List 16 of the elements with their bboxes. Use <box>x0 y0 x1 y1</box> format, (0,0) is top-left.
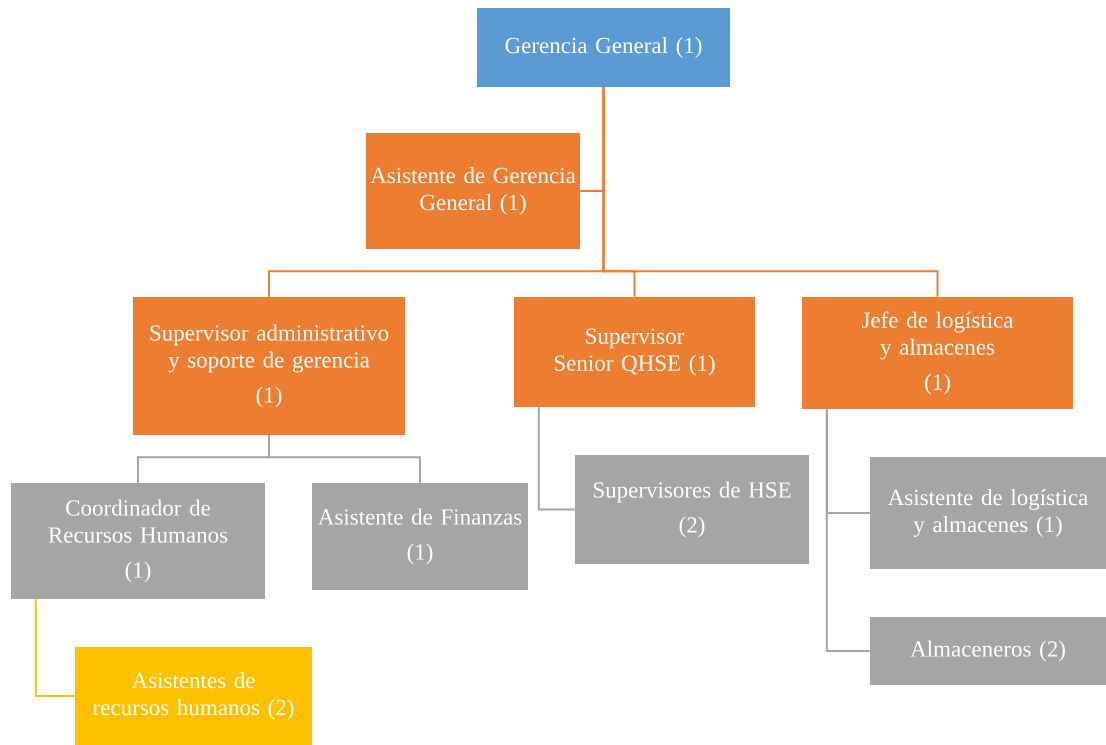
connector-line <box>268 434 421 484</box>
connector-line <box>825 408 871 652</box>
connector-line <box>602 86 939 298</box>
position-box: Coordinador de Recursos Humanos (1) <box>11 483 265 599</box>
position-box: Supervisores de HSE (2) <box>575 455 809 564</box>
position-box: Almaceneros (2) <box>870 617 1106 685</box>
position-box: Supervisor administrativo y soporte de gerencia (1) <box>133 297 405 435</box>
connector-line <box>34 598 76 697</box>
position-box: Asistente de logística y almacenes (1) <box>870 457 1106 569</box>
connector-line <box>537 406 576 511</box>
position-box: Supervisor Senior QHSE (1) <box>514 297 755 407</box>
position-box: Asistente de Gerencia General (1) <box>366 133 580 249</box>
position-box: Asistente de Finanzas (1) <box>312 483 528 590</box>
position-box: Asistentes de recursos humanos (2) <box>75 647 312 745</box>
position-box: Gerencia General (1) <box>477 8 730 87</box>
position-box: Jefe de logística y almacenes (1) <box>802 297 1073 409</box>
